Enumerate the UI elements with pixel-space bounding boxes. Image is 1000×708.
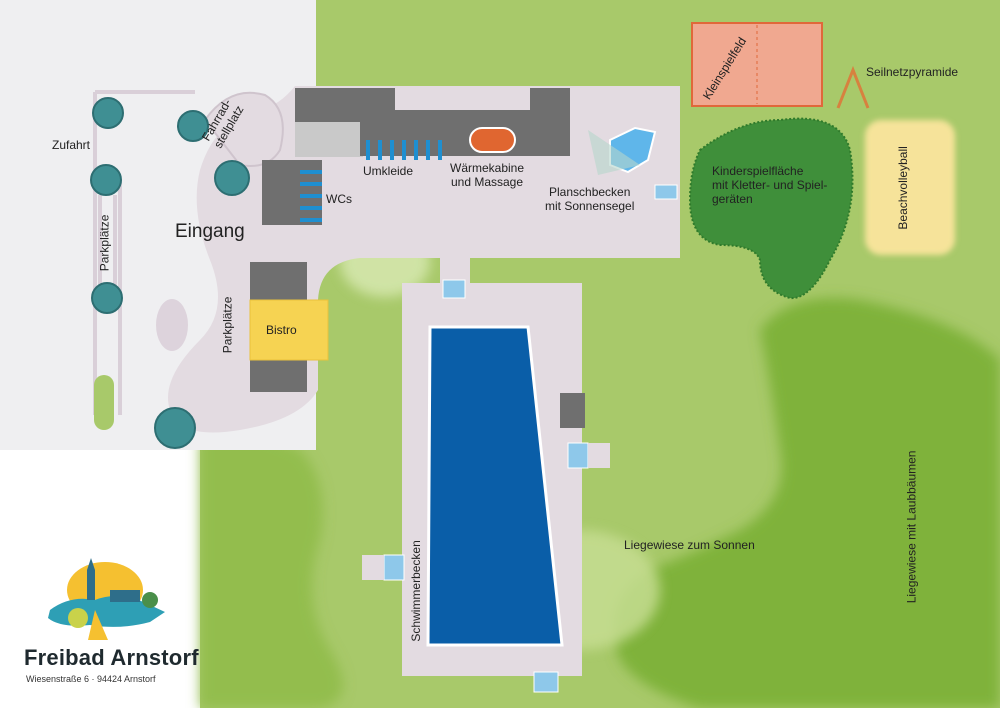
label-seilnetzpyramide: Seilnetzpyramide: [866, 65, 959, 79]
logo-address: Wiesenstraße 6 · 94424 Arnstorf: [26, 674, 156, 684]
logo-graphic: [48, 558, 165, 640]
kinderspielflaeche: [688, 117, 854, 300]
label-parkplaetze-left: Parkplätze: [97, 214, 112, 272]
seilnetzpyramide: [836, 65, 870, 109]
sonnensegel: [588, 130, 640, 175]
label-waermekabine: Wärmekabine und Massage: [450, 161, 525, 190]
schwimmerbecken: [426, 325, 564, 647]
label-planschbecken-line1: Planschbecken: [549, 185, 631, 199]
umkleide-cabins: [366, 140, 442, 160]
beachvolleyball: [865, 120, 955, 255]
label-liegewiese-baeume: Liegewiese mit Laubbäumen: [904, 450, 919, 604]
label-beachvolleyball: Beachvolleyball: [895, 146, 910, 230]
bistro: [249, 299, 329, 361]
label-umkleide: Umkleide: [363, 164, 414, 178]
showers: [383, 184, 678, 693]
label-kinderspiel-line1: Kinderspielfläche: [712, 164, 804, 178]
label-schwimmerbecken: Schwimmerbecken: [408, 540, 423, 642]
trees: [90, 97, 250, 449]
label-kinderspielflaeche: Kinderspielfläche mit Kletter- und Spiel…: [712, 164, 828, 206]
label-liegewiese-sonnen: Liegewiese zum Sonnen: [624, 538, 755, 552]
label-planschbecken: Planschbecken mit Sonnensegel: [545, 185, 635, 214]
label-bistro: Bistro: [266, 323, 297, 337]
label-kinderspiel-line3: geräten: [712, 191, 753, 206]
lawn-top: [316, 0, 1000, 90]
tree-meadow: [200, 298, 1000, 708]
label-planschbecken-line2: mit Sonnensegel: [545, 198, 635, 213]
wc-stalls: [300, 170, 322, 222]
label-waermekabine-line1: Wärmekabine: [450, 161, 525, 175]
sauna-cabin: [469, 127, 516, 153]
label-wcs: WCs: [326, 192, 352, 206]
label-zufahrt: Zufahrt: [52, 138, 91, 152]
label-parkplaetze-mid: Parkplätze: [220, 296, 235, 354]
building-wcs: [262, 160, 322, 225]
label-eingang: Eingang: [175, 221, 245, 242]
logo-title: Freibad Arnstorf: [24, 645, 199, 670]
label-waermekabine-line2: und Massage: [450, 174, 524, 189]
label-kinderspiel-line2: mit Kletter- und Spiel-: [712, 177, 828, 192]
